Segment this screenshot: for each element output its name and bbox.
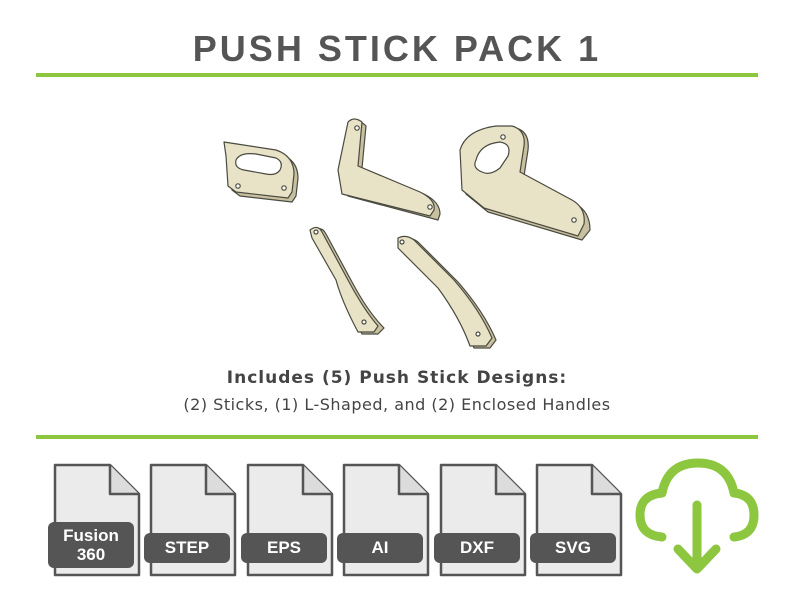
format-badge-fusion360: Fusion 360 bbox=[48, 522, 134, 568]
push-stick-illustration bbox=[223, 118, 591, 349]
format-badge-dxf: DXF bbox=[434, 533, 520, 563]
bottom-divider bbox=[36, 435, 758, 439]
file-ai[interactable]: AI bbox=[337, 462, 431, 578]
file-fusion360[interactable]: Fusion 360 bbox=[48, 462, 142, 578]
includes-subheading: (2) Sticks, (1) L-Shaped, and (2) Enclos… bbox=[183, 395, 611, 414]
top-divider bbox=[36, 73, 758, 77]
enclosed-handle-large bbox=[459, 125, 591, 241]
push-stick-1 bbox=[309, 226, 385, 335]
format-badge-step: STEP bbox=[144, 533, 230, 563]
file-eps[interactable]: EPS bbox=[241, 462, 335, 578]
includes-heading: Includes (5) Push Stick Designs: bbox=[226, 368, 568, 388]
cloud-download-icon[interactable] bbox=[634, 455, 760, 577]
page-title: PUSH STICK PACK 1 bbox=[192, 28, 602, 69]
format-badge-eps: EPS bbox=[241, 533, 327, 563]
file-dxf[interactable]: DXF bbox=[434, 462, 528, 578]
enclosed-handle-small bbox=[223, 141, 299, 203]
push-stick-2 bbox=[397, 235, 497, 349]
l-shaped-stick bbox=[337, 118, 441, 221]
file-svg[interactable]: SVG bbox=[530, 462, 624, 578]
format-badge-ai: AI bbox=[337, 533, 423, 563]
file-step[interactable]: STEP bbox=[144, 462, 238, 578]
format-badge-svg: SVG bbox=[530, 533, 616, 563]
